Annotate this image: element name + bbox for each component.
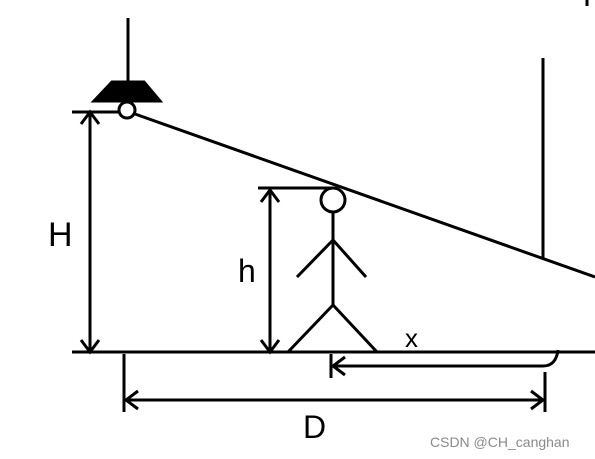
distance-dimension <box>122 354 547 412</box>
label-distance: D <box>303 409 326 445</box>
shadow-length-dimension <box>329 349 560 378</box>
lamp-height-dimension <box>72 109 120 355</box>
person-head-icon <box>319 186 347 214</box>
watermark: CSDN @CH_canghan <box>430 434 570 450</box>
lamp <box>90 18 164 120</box>
person-height-dimension <box>258 186 333 355</box>
light-ray <box>134 112 595 279</box>
person <box>286 186 379 354</box>
label-shadow-length: x <box>405 323 418 353</box>
label-lamp-height: H <box>48 216 73 254</box>
lamp-shade-icon <box>90 80 164 103</box>
lamp-bulb-icon <box>117 100 137 120</box>
label-person-height: h <box>238 253 256 289</box>
